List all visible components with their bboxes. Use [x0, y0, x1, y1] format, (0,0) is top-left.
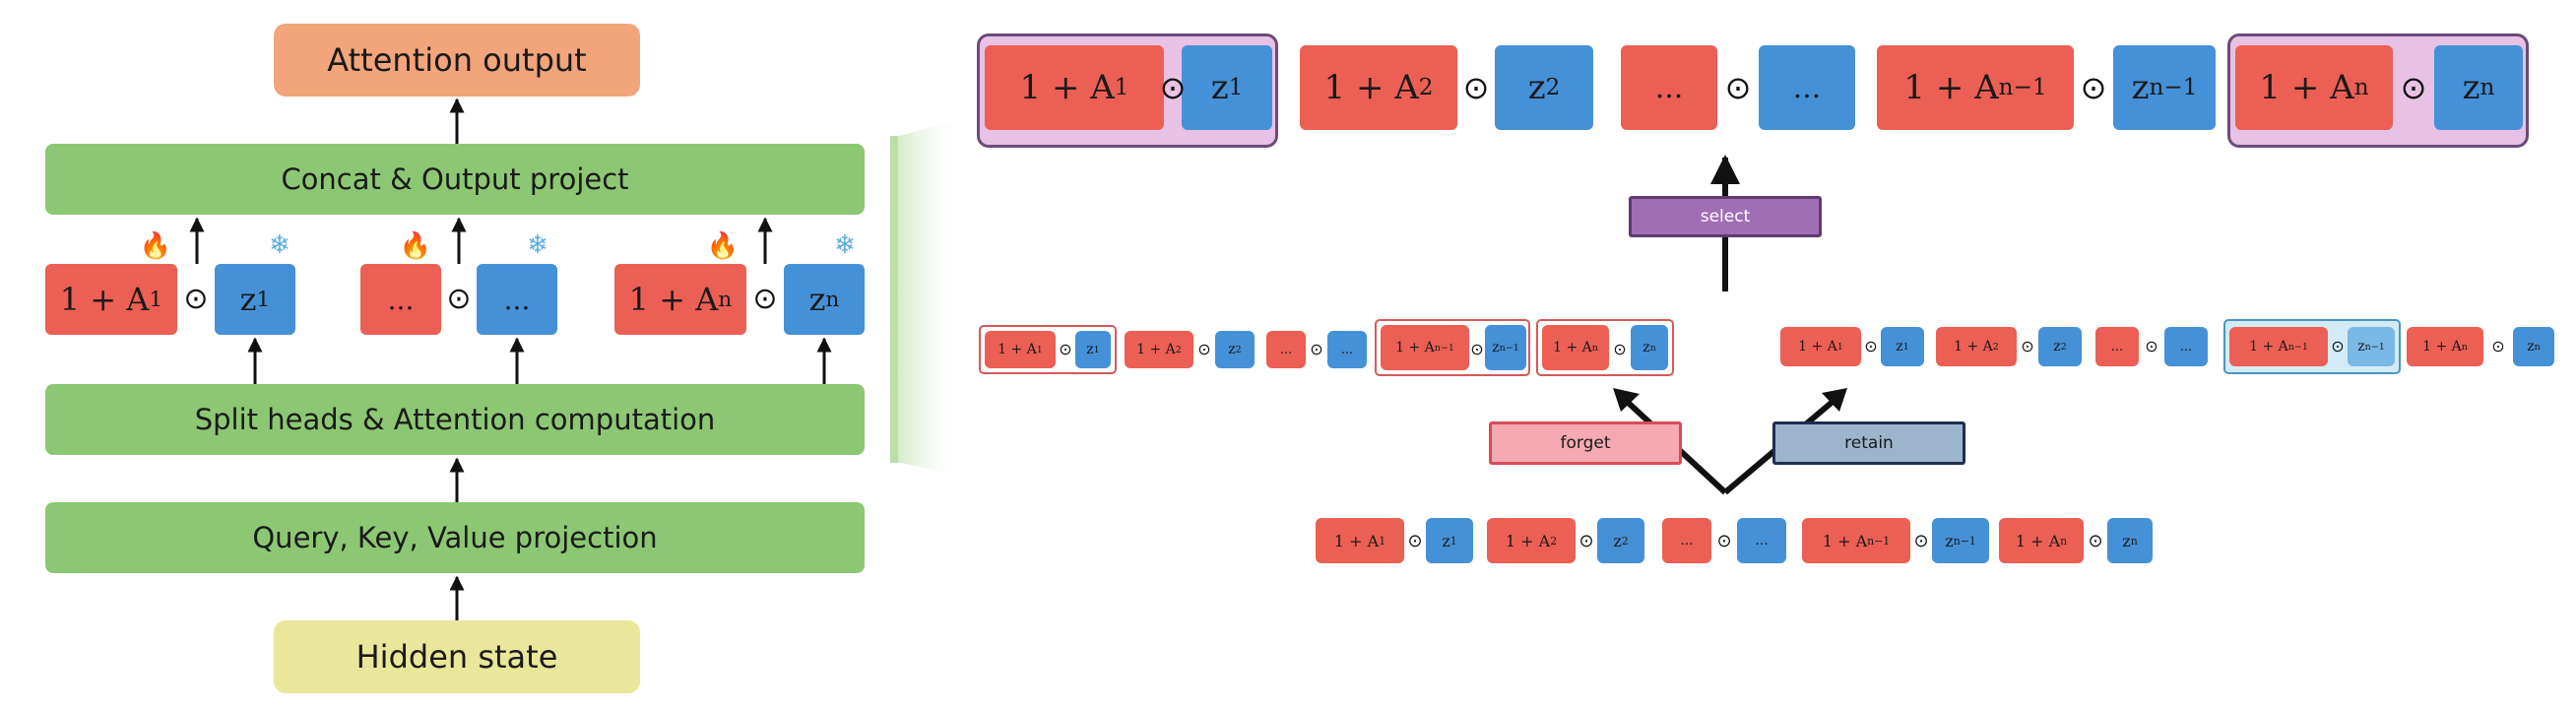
forget-z-3: ... [1327, 331, 1367, 368]
input-operator-1: ⊙ [1407, 531, 1423, 551]
qkv-projection-label: Query, Key, Value projection [252, 521, 658, 554]
input-operator-2: ⊙ [1578, 531, 1594, 551]
forget-coefficient-3: ... [1266, 331, 1306, 368]
head-n-operator: ⊙ [752, 282, 778, 316]
forget-arrowhead [1613, 388, 1640, 412]
input-z-3: ... [1737, 518, 1786, 563]
concat-output-label: Concat & Output project [281, 162, 629, 196]
top-operator-1-visible: ⊙ [1159, 69, 1187, 106]
forget-highlight-first [979, 325, 1117, 374]
forget-operator-3: ⊙ [1310, 340, 1323, 358]
snowflake-icon: ❄ [834, 230, 856, 260]
retain-operator-3: ⊙ [2145, 337, 2158, 356]
head-2-coefficient: ... [360, 264, 441, 335]
hidden-state-box: Hidden state [274, 620, 640, 693]
top-operator-3: ⊙ [1724, 69, 1752, 106]
qkv-projection-box: Query, Key, Value projection [45, 502, 865, 573]
retain-arrowhead [1822, 388, 1847, 412]
top-z-3: ... [1759, 45, 1855, 130]
head-1-operator: ⊙ [183, 282, 209, 316]
concat-output-box: Concat & Output project [45, 144, 865, 215]
snowflake-icon: ❄ [269, 230, 290, 260]
forget-label: forget [1489, 421, 1682, 465]
retain-operator-4: ⊙ [2331, 337, 2345, 356]
forget-operator-5: ⊙ [1613, 340, 1627, 358]
input-operator-4: ⊙ [1913, 531, 1929, 551]
retain-z-3: ... [2164, 327, 2208, 366]
input-operator-3: ⊙ [1716, 531, 1732, 551]
attention-output-box: Attention output [274, 24, 640, 97]
forget-highlight-n [1536, 319, 1674, 376]
forget-operator-1: ⊙ [1059, 340, 1072, 358]
input-operator-5: ⊙ [2088, 531, 2103, 551]
retain-operator-5: ⊙ [2491, 337, 2505, 356]
hidden-state-label: Hidden state [355, 638, 558, 676]
fire-icon: 🔥 [139, 231, 172, 261]
fire-icon: 🔥 [399, 231, 432, 261]
top-coefficient-3: ... [1621, 45, 1717, 130]
snowflake-icon: ❄ [527, 230, 548, 260]
forget-highlight-n-1 [1375, 319, 1530, 376]
attention-output-label: Attention output [327, 41, 587, 79]
retain-operator-2: ⊙ [2021, 337, 2034, 356]
retain-label: retain [1772, 421, 1965, 465]
retain-operator-1: ⊙ [1864, 337, 1878, 356]
head-2-z: ... [477, 264, 557, 335]
zoom-connector-edge [890, 136, 898, 463]
forget-operator-2: ⊙ [1197, 340, 1211, 358]
top-operator-2: ⊙ [1462, 69, 1490, 106]
top-operator-4: ⊙ [2080, 69, 2107, 106]
split-heads-label: Split heads & Attention computation [194, 403, 716, 436]
head-2-operator: ⊙ [446, 282, 472, 316]
retain-coefficient-3: ... [2095, 327, 2139, 366]
zoom-connector [892, 118, 965, 477]
input-coefficient-3: ... [1662, 518, 1711, 563]
fire-icon: 🔥 [706, 231, 740, 261]
split-heads-box: Split heads & Attention computation [45, 384, 865, 455]
top-operator-5: ⊙ [2400, 69, 2427, 106]
forget-operator-4: ⊙ [1470, 340, 1484, 358]
select-label: select [1629, 196, 1822, 237]
